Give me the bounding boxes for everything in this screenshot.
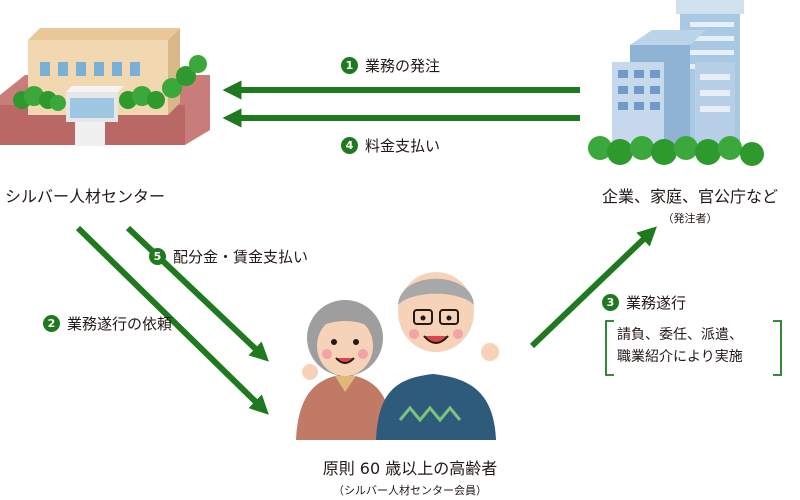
- step-number-badge: 4: [341, 137, 358, 154]
- client-building-illustration: [588, 0, 764, 166]
- arrow-execution: [529, 226, 657, 349]
- arrow-distribution: [125, 225, 269, 362]
- details-bracket: [605, 320, 614, 376]
- members-label: 原則 60 歳以上の高齢者 （シルバー人材センター会員）: [270, 455, 550, 498]
- step-text: 業務遂行: [626, 294, 687, 312]
- step-text: 業務遂行の依頼: [67, 315, 173, 333]
- detail-line: 職業紹介により実施: [617, 349, 743, 365]
- client-sub: （発注者）: [662, 212, 718, 225]
- step-3-details: 請負、委任、派遣、 職業紹介により実施: [617, 324, 743, 368]
- step-1-label: 1 業務の発注: [341, 55, 440, 76]
- step-number-badge: 5: [149, 248, 166, 265]
- members-name: 原則 60 歳以上の高齢者: [322, 459, 498, 478]
- step-number-badge: 1: [341, 57, 358, 74]
- step-5-label: 5 配分金・賃金支払い: [149, 246, 308, 267]
- client-name: 企業、家庭、官公庁など: [601, 187, 778, 206]
- step-number-badge: 2: [43, 315, 60, 332]
- arrow-request: [75, 225, 269, 415]
- center-building-illustration: [0, 28, 210, 146]
- step-text: 配分金・賃金支払い: [173, 248, 309, 266]
- elderly-couple-illustration: [296, 272, 499, 440]
- step-2-label: 2 業務遂行の依頼: [43, 313, 172, 334]
- step-text: 料金支払い: [365, 137, 441, 155]
- center-name: シルバー人材センター: [5, 187, 166, 206]
- step-text: 業務の発注: [365, 57, 441, 75]
- members-sub: （シルバー人材センター会員）: [333, 484, 487, 497]
- step-3-label: 3 業務遂行: [602, 292, 686, 313]
- step-number-badge: 3: [602, 294, 619, 311]
- client-label: 企業、家庭、官公庁など （発注者）: [580, 183, 800, 226]
- detail-line: 請負、委任、派遣、: [617, 327, 743, 343]
- step-4-label: 4 料金支払い: [341, 135, 440, 156]
